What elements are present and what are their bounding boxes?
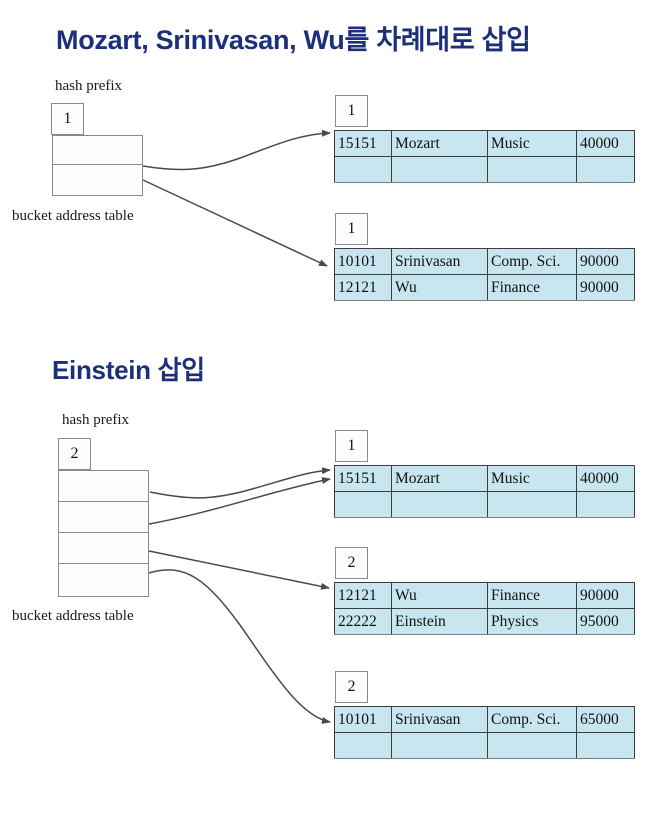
local-depth-box: 1 [335, 430, 368, 462]
directory-slot[interactable] [59, 471, 148, 502]
cell-name: Srinivasan [391, 706, 488, 733]
arrow-s1-slot1-bucket1 [142, 179, 328, 267]
cell-dept: Comp. Sci. [487, 248, 577, 275]
arrow-s1-slot0-bucket0 [142, 129, 331, 171]
arrow-s2-slot2-bucket1 [148, 550, 330, 590]
cell-salary [576, 732, 635, 759]
cell-name: Wu [391, 274, 488, 301]
table-row[interactable]: 10101 Srinivasan Comp. Sci. 65000 [334, 706, 635, 733]
cell-dept: Music [487, 130, 577, 157]
table-row[interactable]: 15151 Mozart Music 40000 [334, 130, 635, 157]
cell-dept [487, 491, 577, 518]
table-row[interactable]: 10101 Srinivasan Comp. Sci. 90000 [334, 248, 635, 275]
cell-salary: 40000 [576, 465, 635, 492]
cell-name: Mozart [391, 130, 488, 157]
cell-dept: Finance [487, 274, 577, 301]
bucket-table[interactable]: 15151 Mozart Music 40000 [334, 130, 635, 183]
directory-slot[interactable] [59, 533, 148, 564]
cell-name [391, 732, 488, 759]
cell-id: 15151 [334, 130, 392, 157]
table-row[interactable] [334, 156, 635, 183]
local-depth-box: 2 [335, 671, 368, 703]
bucket-table[interactable]: 15151 Mozart Music 40000 [334, 465, 635, 518]
cell-dept: Music [487, 465, 577, 492]
local-depth-box: 2 [335, 547, 368, 579]
local-depth-box: 1 [335, 213, 368, 245]
global-depth-box-1: 1 [51, 103, 84, 135]
bucket-table[interactable]: 10101 Srinivasan Comp. Sci. 65000 [334, 706, 635, 759]
cell-name [391, 156, 488, 183]
cell-id: 12121 [334, 582, 392, 609]
cell-salary: 90000 [576, 274, 635, 301]
bucket-address-table-1[interactable] [52, 135, 143, 196]
table-row[interactable]: 12121 Wu Finance 90000 [334, 274, 635, 301]
table-row[interactable]: 15151 Mozart Music 40000 [334, 465, 635, 492]
arrow-s2-slot0-bucket0 [149, 467, 331, 499]
cell-id: 15151 [334, 465, 392, 492]
section-title-2: Einstein 삽입 [52, 355, 205, 385]
table-row[interactable] [334, 491, 635, 518]
cell-salary: 95000 [576, 608, 635, 635]
cell-salary: 40000 [576, 130, 635, 157]
hash-prefix-label-1: hash prefix [55, 78, 123, 94]
cell-dept: Finance [487, 582, 577, 609]
bucket-address-table-2[interactable] [58, 470, 149, 597]
local-depth-box: 1 [335, 95, 368, 127]
bucket-address-table-label-2: bucket address table [12, 608, 134, 624]
cell-dept: Physics [487, 608, 577, 635]
cell-name: Mozart [391, 465, 488, 492]
cell-id [334, 156, 392, 183]
cell-dept: Comp. Sci. [487, 706, 577, 733]
cell-id: 10101 [334, 706, 392, 733]
arrow-s2-slot3-bucket2 [148, 569, 331, 724]
global-depth-box-2: 2 [58, 438, 91, 470]
directory-slot[interactable] [53, 165, 142, 194]
bucket-table[interactable]: 10101 Srinivasan Comp. Sci. 90000 12121 … [334, 248, 635, 301]
cell-salary: 65000 [576, 706, 635, 733]
cell-name [391, 491, 488, 518]
cell-id [334, 491, 392, 518]
cell-name: Einstein [391, 608, 488, 635]
bucket-table[interactable]: 12121 Wu Finance 90000 22222 Einstein Ph… [334, 582, 635, 635]
cell-salary: 90000 [576, 582, 635, 609]
cell-dept [487, 732, 577, 759]
cell-name: Wu [391, 582, 488, 609]
hash-prefix-label-2: hash prefix [62, 412, 130, 428]
cell-dept [487, 156, 577, 183]
cell-salary: 90000 [576, 248, 635, 275]
directory-slot[interactable] [53, 136, 142, 165]
cell-name: Srinivasan [391, 248, 488, 275]
directory-slot[interactable] [59, 564, 148, 595]
table-row[interactable]: 22222 Einstein Physics 95000 [334, 608, 635, 635]
cell-salary [576, 491, 635, 518]
section-title-1: Mozart, Srinivasan, Wu를 차례대로 삽입 [56, 25, 531, 55]
cell-id [334, 732, 392, 759]
table-row[interactable]: 12121 Wu Finance 90000 [334, 582, 635, 609]
arrow-s2-slot1-bucket0 [148, 477, 331, 525]
bucket-address-table-label-1: bucket address table [12, 208, 134, 224]
table-row[interactable] [334, 732, 635, 759]
cell-id: 10101 [334, 248, 392, 275]
cell-id: 22222 [334, 608, 392, 635]
cell-salary [576, 156, 635, 183]
cell-id: 12121 [334, 274, 392, 301]
directory-slot[interactable] [59, 502, 148, 533]
